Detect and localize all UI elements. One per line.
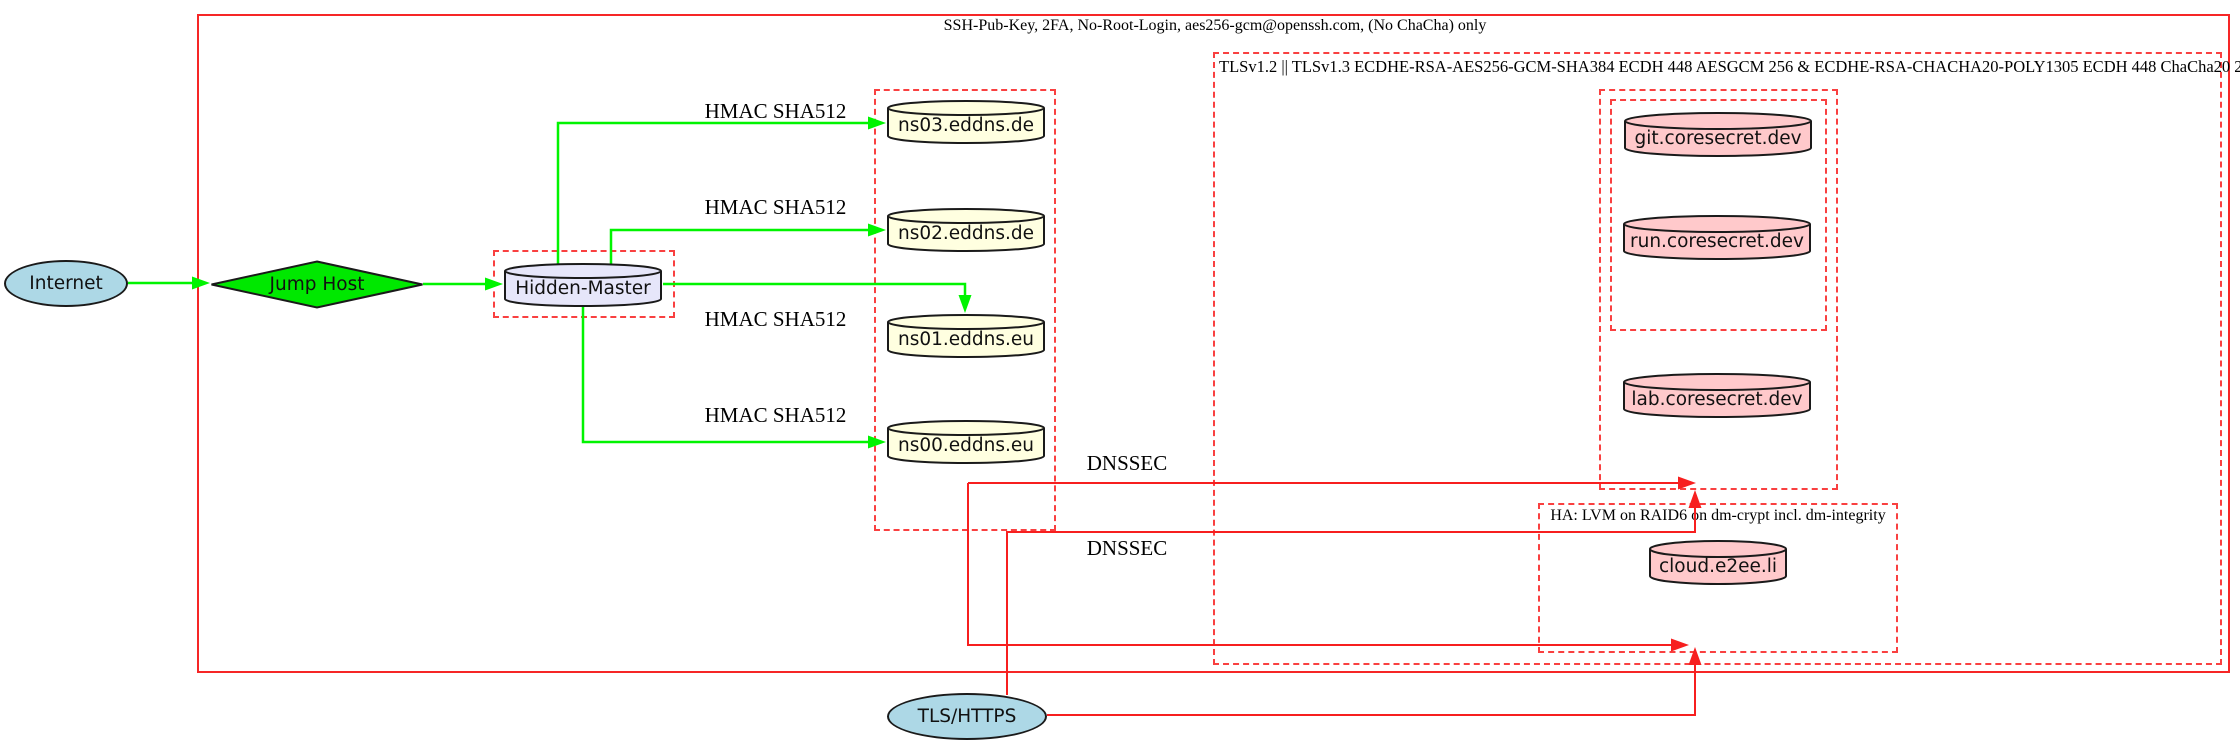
node-tls-https: TLS/HTTPS	[887, 693, 1047, 740]
arrowhead-ha-right	[1671, 638, 1689, 652]
cluster-nameservers-box	[874, 89, 1056, 531]
edge-label-hmac-ns00: HMAC SHA512	[704, 403, 847, 427]
arrowhead-servers-up	[1688, 490, 1702, 508]
node-cloud-label: cloud.e2ee.li	[1658, 555, 1778, 577]
edge-label-hmac-ns02: HMAC SHA512	[704, 195, 847, 219]
cluster-ha-box	[1538, 503, 1898, 653]
cluster-tls-box	[1213, 52, 2222, 665]
node-ns01: ns01.eddns.eu	[886, 313, 1046, 359]
cluster-servers-box	[1599, 89, 1838, 490]
node-jump-host: Jump Host	[210, 260, 424, 309]
diamond-shape	[211, 260, 423, 309]
node-ns03-label: ns03.eddns.de	[897, 115, 1035, 136]
node-hidden-master: Hidden-Master	[503, 262, 663, 308]
node-run: run.coresecret.dev	[1622, 214, 1812, 261]
arrowhead-servers-right	[1678, 476, 1696, 490]
cylinder-shape	[504, 263, 662, 307]
cluster-servers-inner-box	[1610, 99, 1827, 331]
cluster-ssh-label: SSH-Pub-Key, 2FA, No-Root-Login, aes256-…	[943, 17, 1487, 34]
node-lab-label: lab.coresecret.dev	[1631, 388, 1803, 410]
cylinder-shape	[1623, 373, 1811, 418]
node-ns01-label: ns01.eddns.eu	[897, 329, 1034, 350]
arrowhead-ha-up	[1688, 647, 1702, 665]
node-ns02: ns02.eddns.de	[886, 207, 1046, 253]
edge-label-hmac-ns01: HMAC SHA512	[704, 307, 847, 331]
node-ns03: ns03.eddns.de	[886, 99, 1046, 145]
edge-tlshttps-ha	[1047, 663, 1696, 716]
arrowhead-hiddenmaster	[485, 277, 503, 291]
node-hidden-master-label: Hidden-Master	[515, 278, 651, 299]
node-cloud: cloud.e2ee.li	[1648, 539, 1788, 586]
arrowhead-jumphost	[192, 276, 210, 290]
cylinder-shape	[887, 420, 1045, 464]
node-git: git.coresecret.dev	[1623, 111, 1813, 158]
arrowhead-ns01	[958, 295, 972, 313]
cylinder-shape	[1624, 112, 1812, 157]
node-internet-label: Internet	[29, 273, 103, 294]
edge-hiddenmaster-ns01	[663, 282, 967, 307]
node-ns02-label: ns02.eddns.de	[897, 223, 1035, 244]
arrowhead-ns00	[868, 435, 886, 449]
edge-label-dnssec-a: DNSSEC	[1086, 451, 1168, 475]
node-git-label: git.coresecret.dev	[1634, 127, 1802, 149]
node-jump-host-label: Jump Host	[269, 274, 365, 295]
cylinder-shape	[1623, 215, 1811, 260]
cluster-ha-label: HA: LVM on RAID6 on dm-crypt incl. dm-in…	[1550, 507, 1886, 524]
cluster-tls-label: TLSv1.2 || TLSv1.3 ECDHE-RSA-AES256-GCM-…	[1219, 57, 2240, 76]
arrowhead-ns03	[868, 116, 886, 130]
edge-hiddenmaster-ns02	[609, 228, 880, 264]
cylinder-shape	[1649, 540, 1787, 585]
edge-ns00-ha-dnssec	[967, 483, 1673, 646]
node-lab: lab.coresecret.dev	[1622, 372, 1812, 419]
edge-hiddenmaster-ns03	[556, 121, 880, 264]
edge-label-dnssec-b: DNSSEC	[1086, 536, 1168, 560]
node-ns00: ns00.eddns.eu	[886, 419, 1046, 465]
node-run-label: run.coresecret.dev	[1630, 230, 1804, 252]
cylinder-shape	[887, 314, 1045, 358]
node-tls-https-label: TLS/HTTPS	[917, 706, 1017, 727]
cylinder-shape	[887, 208, 1045, 252]
node-ns00-label: ns00.eddns.eu	[897, 435, 1034, 456]
arrowhead-ns02	[868, 223, 886, 237]
edge-label-hmac-ns03: HMAC SHA512	[704, 99, 847, 123]
edge-hiddenmaster-ns00	[581, 307, 880, 444]
cluster-ssh-box	[197, 14, 2230, 673]
node-internet: Internet	[4, 260, 128, 307]
cylinder-shape	[887, 100, 1045, 144]
edge-tlshttps-servers	[1006, 506, 1696, 695]
